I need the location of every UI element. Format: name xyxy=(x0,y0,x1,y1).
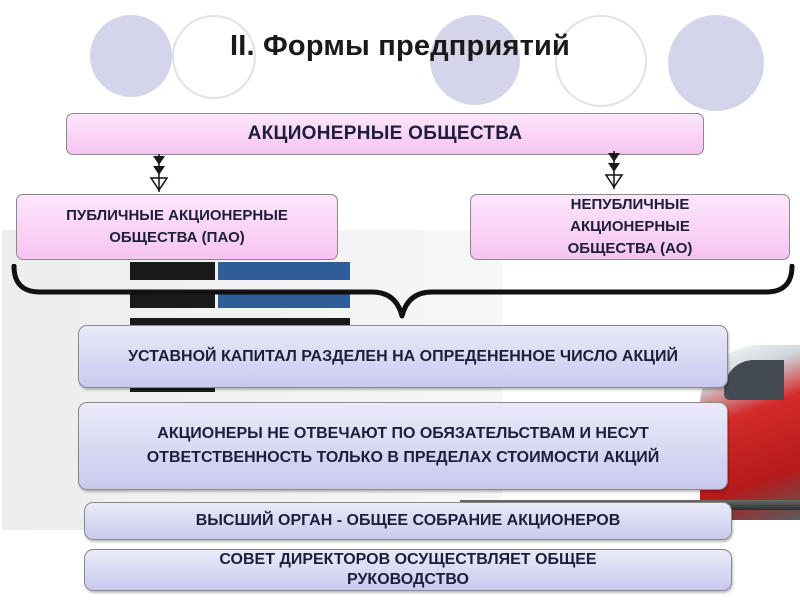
decor-circle xyxy=(430,15,520,105)
page-title: II. Формы предприятий xyxy=(229,30,571,62)
non-public-jsc-box: НЕПУБЛИЧНЫЕ АКЦИОНЕРНЫЕ ОБЩЕСТВА (АО) xyxy=(470,194,790,260)
decor-circle xyxy=(668,15,764,111)
feature-box: СОВЕТ ДИРЕКТОРОВ ОСУЩЕСТВЛЯЕТ ОБЩЕЕ РУКО… xyxy=(84,549,732,591)
decor-circle xyxy=(90,15,172,97)
feature-box: УСТАВНОЙ КАПИТАЛ РАЗДЕЛЕН НА ОПРЕДЕНЕННО… xyxy=(78,325,728,388)
decor-circle xyxy=(172,15,256,99)
feature-box: ВЫСШИЙ ОРГАН - ОБЩЕЕ СОБРАНИЕ АКЦИОНЕРОВ xyxy=(84,502,732,540)
joint-stock-companies-box: АКЦИОНЕРНЫЕ ОБЩЕСТВА xyxy=(66,113,704,155)
decor-circle xyxy=(555,15,647,107)
public-jsc-box: ПУБЛИЧНЫЕ АКЦИОНЕРНЫЕ ОБЩЕСТВА (ПАО) xyxy=(16,194,338,260)
arrow-down-icon xyxy=(604,151,624,189)
feature-box: АКЦИОНЕРЫ НЕ ОТВЕЧАЮТ ПО ОБЯЗАТЕЛЬСТВАМ … xyxy=(78,402,728,490)
brace-icon xyxy=(11,264,795,319)
arrow-down-icon xyxy=(149,154,169,192)
train-window xyxy=(724,360,784,400)
